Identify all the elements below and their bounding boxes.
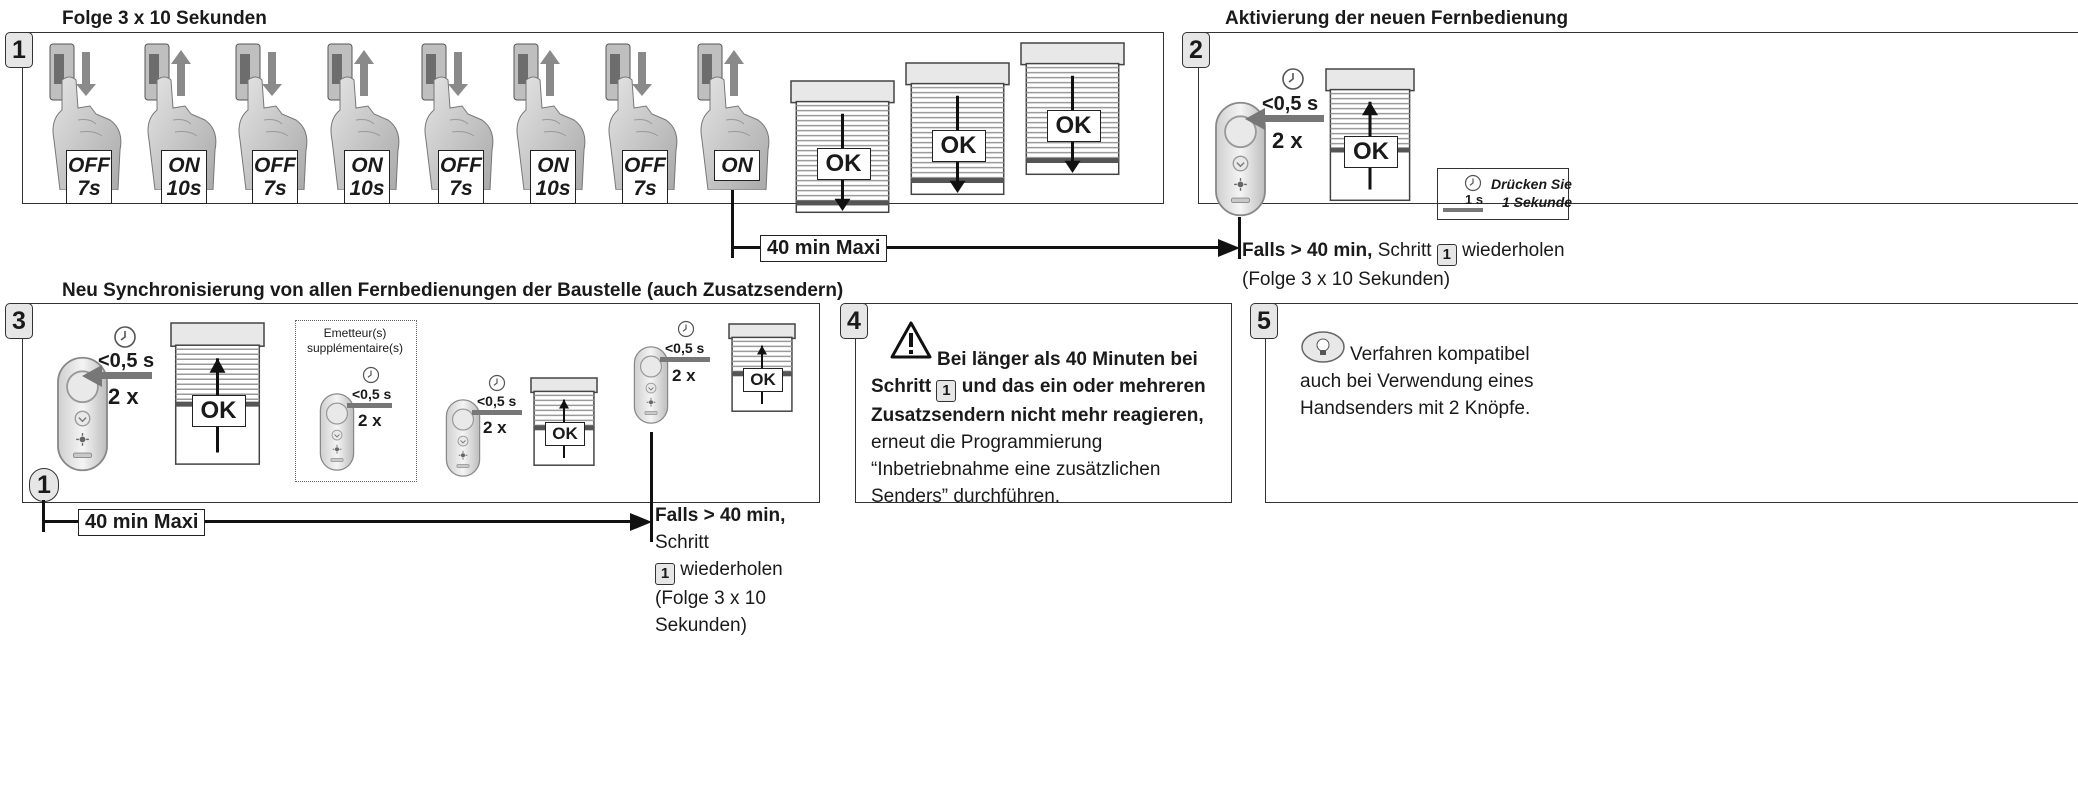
switch-state-tag: ON — [714, 150, 760, 181]
shutter — [1020, 42, 1125, 182]
hand-switch-icon — [504, 40, 594, 190]
clock-icon — [362, 366, 380, 384]
switch-duration: 10s — [535, 177, 571, 200]
section3-time: <0,5 s — [98, 350, 155, 372]
press-time: 1 s — [1465, 192, 1484, 207]
lightbulb-tip-icon — [1301, 331, 1345, 363]
press-text-2: 1 Sekunde — [1502, 194, 1573, 210]
extra-remote-label: Emetteur(s)supplémentaire(s) — [306, 326, 404, 355]
section2-count: 2 x — [1272, 128, 1303, 153]
switch-duration: 7s — [633, 177, 657, 200]
section3-count-small: 2 x — [483, 418, 507, 437]
timer-end-line — [650, 432, 653, 542]
hand-switch-icon — [318, 40, 408, 190]
section3-time-small: <0,5 s — [665, 340, 705, 356]
section2-title: Aktivierung der neuen Fernbedienung — [1225, 8, 1569, 29]
ok-label: OK — [545, 422, 585, 446]
switch-state: OFF — [440, 154, 482, 177]
hand-switch-icon — [596, 40, 686, 190]
ok-label: OK — [1046, 109, 1101, 142]
press-arrow — [660, 357, 710, 362]
timer-label: 40 min Maxi — [78, 509, 206, 536]
warning-icon — [890, 321, 932, 359]
press-arrow-head — [1245, 108, 1265, 130]
timer-start-line — [731, 190, 734, 258]
switch-state: OFF — [254, 154, 296, 177]
hand-switch-icon — [688, 40, 778, 190]
section4-number: 4 — [840, 303, 868, 339]
clock-small-icon — [1464, 174, 1482, 192]
section1-title: Folge 3 x 10 Sekunden — [62, 8, 267, 29]
section5-panel — [1265, 303, 2078, 503]
section4-text: Bei länger als 40 Minuten bei Schritt 1 … — [871, 349, 1206, 507]
section3-count-small: 2 x — [672, 366, 696, 385]
section3-time-small: <0,5 s — [477, 393, 517, 409]
timer-arrow-line — [42, 520, 637, 523]
press-arrow — [347, 403, 392, 408]
ok-label: OK — [931, 129, 986, 162]
hand-switch-icon — [412, 40, 502, 190]
press-arrow — [472, 410, 522, 415]
section3-title: Neu Synchronisierung von allen Fernbedie… — [62, 280, 844, 301]
switch-duration: 7s — [449, 177, 473, 200]
clock-icon — [488, 374, 506, 392]
switch-state: ON — [351, 154, 383, 177]
press-arrow — [96, 372, 152, 379]
timer-arrow-head — [630, 513, 652, 531]
section3-time-small: <0,5 s — [352, 386, 392, 402]
section5-number: 5 — [1250, 303, 1278, 339]
roller-shutter-icon — [790, 80, 895, 214]
switch-duration: 10s — [166, 177, 202, 200]
section2-time: <0,5 s — [1262, 93, 1319, 115]
hand-switch-icon — [226, 40, 316, 190]
switch-state: OFF — [624, 154, 666, 177]
press-arrow — [1260, 115, 1324, 122]
switch-duration: 10s — [349, 177, 385, 200]
timer-end-line — [1238, 217, 1241, 259]
clock-icon — [113, 325, 137, 349]
switch-state: OFF — [68, 154, 110, 177]
ok-label: OK — [743, 368, 783, 392]
clock-icon — [1281, 67, 1305, 91]
section3-count: 2 x — [108, 384, 139, 409]
shutter — [790, 80, 895, 220]
step1-marker: 1 — [29, 468, 59, 502]
press-arrow-head — [82, 365, 102, 387]
clock-icon — [677, 320, 695, 338]
section3-count-small: 2 x — [358, 411, 382, 430]
switch-duration: 7s — [263, 177, 287, 200]
hand-switch-icon — [40, 40, 130, 190]
switch-state: ON — [721, 154, 753, 177]
section1-falls-text: Falls > 40 min, Schritt 1 wiederholen (F… — [1242, 240, 1565, 290]
press-text-1: Drücken Sie — [1491, 176, 1572, 192]
ok-label: OK — [816, 147, 871, 180]
section3-panel — [22, 303, 820, 503]
section1-number: 1 — [5, 32, 33, 68]
timer-label: 40 min Maxi — [760, 235, 888, 262]
section3-number: 3 — [5, 303, 33, 339]
hand-switch-icon — [135, 40, 225, 190]
ok-label: OK — [1344, 135, 1398, 168]
section2-number: 2 — [1182, 32, 1210, 68]
extra-remote-box — [295, 320, 417, 482]
switch-state: ON — [168, 154, 200, 177]
press-info-box — [1437, 168, 1569, 220]
ok-label: OK — [191, 394, 246, 427]
switch-state: ON — [537, 154, 569, 177]
timer-arrow-line — [731, 246, 1226, 249]
roller-shutter-icon — [1020, 42, 1125, 176]
switch-duration: 7s — [77, 177, 101, 200]
section3-falls-text: Falls > 40 min, Schritt 1 wiederholen (F… — [655, 505, 786, 636]
section5-text: Verfahren kompatibel auch bei Verwendung… — [1300, 344, 1534, 419]
press-small-arrow — [1443, 208, 1483, 212]
timer-arrow-head — [1218, 239, 1240, 257]
timer-start-line — [42, 500, 45, 532]
